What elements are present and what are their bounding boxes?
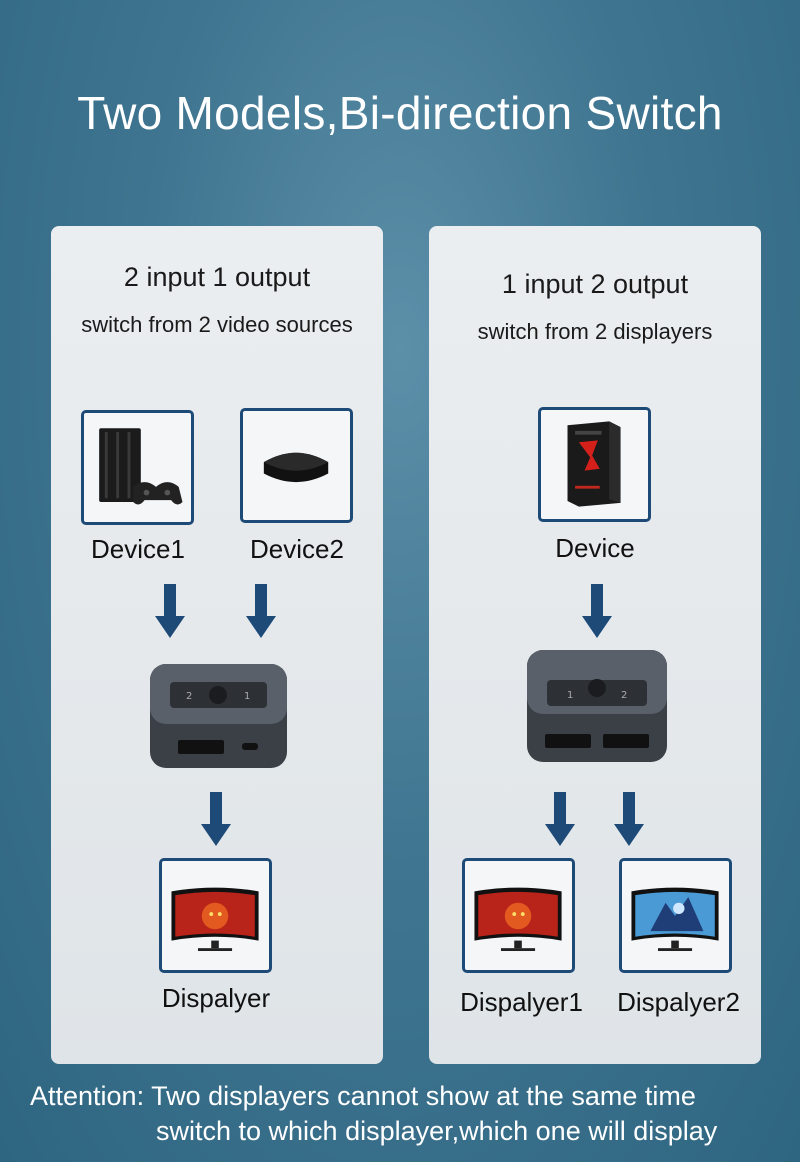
displayer-monitor-icon [159,858,272,973]
left-heading: 2 input 1 output [123,262,311,292]
displayer1-monitor-icon [462,858,575,973]
device-pc-tower-icon [538,407,651,522]
attention-line-2: switch to which displayer,which one will… [156,1116,718,1146]
port-number-2: 2 [621,690,627,701]
right-heading: 1 input 2 output [501,269,689,299]
hdmi-switch-2in1out-icon: 2 1 [150,664,287,768]
right-subheading: switch from 2 displayers [477,319,713,344]
device2-media-box-icon [240,408,353,523]
attention-line-1: Attention: Two displayers cannot show at… [30,1081,696,1111]
arrow-down-icon [582,584,612,638]
device-label: Device [555,533,635,563]
arrow-down-icon [246,584,276,638]
panel-1-input-2-output: 1 input 2 output switch from 2 displayer… [429,226,761,1064]
left-subheading: switch from 2 video sources [81,312,353,337]
hdmi-switch-1in2out-icon: 1 2 [527,650,667,762]
page-title: Two Models,Bi-direction Switch [77,87,723,139]
arrow-down-icon [155,584,185,638]
device1-console-icon [81,410,194,525]
port-number-1: 1 [567,690,573,701]
port-number-1: 1 [244,691,250,702]
device1-label: Device1 [91,534,185,564]
displayer-label: Dispalyer [161,983,271,1013]
arrow-down-icon [201,792,231,846]
displayer1-label: Dispalyer1 [460,987,583,1017]
arrow-down-icon [614,792,644,846]
port-number-2: 2 [186,691,192,702]
displayer2-monitor-icon [619,858,732,973]
panel-2-input-1-output: 2 input 1 output switch from 2 video sou… [51,226,383,1064]
device2-label: Device2 [250,534,344,564]
arrow-down-icon [545,792,575,846]
displayer2-label: Dispalyer2 [617,987,740,1017]
